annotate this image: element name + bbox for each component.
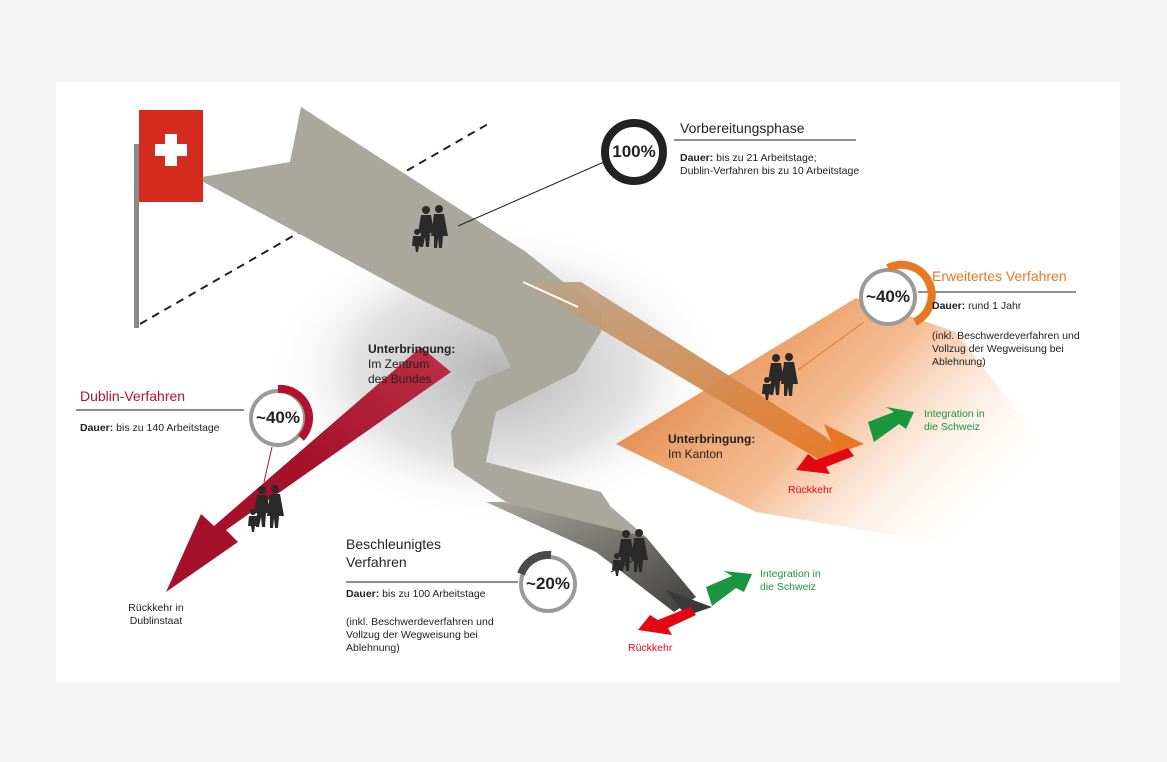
preparation-title: Vorbereitungsphase	[680, 120, 805, 136]
accelerated-ring	[517, 550, 577, 613]
extended-ring	[859, 260, 936, 326]
dublin-title: Dublin-Verfahren	[80, 388, 186, 404]
housing-federal: Unterbringung: Im Zentrum des Bundes	[368, 342, 455, 387]
flow-diagram	[76, 107, 1076, 635]
accelerated-note-line: Vollzug der Wegweisung bei	[346, 629, 478, 642]
extended-integration-arrow	[868, 407, 914, 442]
housing-canton-line: Im Kanton	[668, 447, 723, 461]
ground-shadow	[266, 222, 726, 522]
accelerated-integration-label: Integration in die Schweiz	[760, 568, 821, 594]
housing-canton-label: Unterbringung:	[668, 432, 756, 446]
extended-duration: Dauer: rund 1 Jahr	[932, 300, 1021, 313]
preparation-duration-label: Dauer:	[680, 152, 714, 164]
preparation-duration-value: bis zu 21 Arbeitstage;	[713, 152, 817, 164]
accelerated-return-arrow	[638, 607, 696, 635]
extended-return-arrow	[796, 448, 854, 474]
dublin-ring	[249, 384, 314, 447]
dublin-duration-label: Dauer:	[80, 422, 114, 434]
dublin-outcome-line: Rückkehr in	[128, 602, 184, 614]
dublin-outcome-line: Dublinstaat	[129, 615, 183, 628]
preparation-duration-dublin: Dublin-Verfahren bis zu 10 Arbeitstage	[680, 165, 860, 178]
swiss-flag-icon	[134, 110, 203, 328]
extended-duration-label: Dauer:	[932, 300, 966, 312]
integration-line: Integration in	[760, 568, 821, 580]
integration-line: die Schweiz	[760, 581, 817, 594]
dublin-arrow	[166, 347, 451, 592]
accelerated-note-line: (inkl. Beschwerdeverfahren und	[346, 616, 494, 628]
dublin-duration: Dauer: bis zu 140 Arbeitstage	[80, 422, 220, 435]
housing-canton: Unterbringung: Im Kanton	[668, 432, 755, 462]
accelerated-arrow-head	[666, 590, 712, 616]
extended-title: Erweitertes Verfahren	[932, 268, 1067, 284]
dublin-percent: ~40%	[256, 408, 300, 427]
extended-note-line: Ablehnung)	[932, 356, 986, 369]
extended-note: (inkl. Beschwerdeverfahren und Vollzug d…	[932, 330, 1080, 369]
accelerated-integration-arrow	[706, 571, 752, 606]
housing-federal-line: des Bundes	[368, 372, 432, 386]
accelerated-title: Beschleunigtes Verfahren	[346, 536, 441, 571]
accelerated-title-line: Beschleunigtes	[346, 536, 441, 552]
extended-path	[521, 282, 846, 464]
accelerated-path	[486, 502, 696, 612]
accelerated-note: (inkl. Beschwerdeverfahren und Vollzug d…	[346, 616, 494, 655]
extended-leader	[797, 321, 865, 371]
main-path	[196, 107, 646, 552]
integration-line: Integration in	[924, 408, 985, 420]
infographic-canvas: 100% ~40% ~40% ~20% Vorbereitungsphase D…	[56, 82, 1120, 682]
accelerated-note-line: Ablehnung)	[346, 642, 400, 655]
preparation-ring	[601, 119, 667, 185]
integration-line: die Schweiz	[924, 421, 981, 434]
dublin-outcome: Rückkehr in Dublinstaat	[106, 602, 206, 628]
extended-percent: ~40%	[866, 287, 910, 306]
extended-duration-value: rund 1 Jahr	[965, 300, 1022, 312]
extended-note-line: Vollzug der Wegweisung bei	[932, 343, 1064, 356]
extended-integration-label: Integration in die Schweiz	[924, 408, 985, 434]
accelerated-percent: ~20%	[526, 574, 570, 593]
extended-return-label: Rückkehr	[788, 484, 833, 496]
extended-note-line: (inkl. Beschwerdeverfahren und	[932, 330, 1080, 342]
housing-federal-line: Im Zentrum	[368, 357, 430, 371]
extended-arrow-head	[824, 424, 864, 454]
dublin-leader	[263, 446, 273, 483]
accelerated-duration: Dauer: bis zu 100 Arbeitstage	[346, 588, 486, 601]
dublin-duration-value: bis zu 140 Arbeitstage	[113, 422, 220, 434]
accelerated-duration-label: Dauer:	[346, 588, 380, 600]
accelerated-title-line: Verfahren	[346, 553, 407, 570]
extended-path-edge	[522, 281, 579, 308]
preparation-percent: 100%	[612, 142, 656, 161]
accelerated-return-label: Rückkehr	[628, 642, 673, 654]
accelerated-duration-value: bis zu 100 Arbeitstage	[379, 588, 486, 600]
housing-federal-label: Unterbringung:	[368, 342, 456, 356]
preparation-duration: Dauer: bis zu 21 Arbeitstage; Dublin-Ver…	[680, 152, 859, 178]
preparation-leader	[457, 161, 605, 227]
